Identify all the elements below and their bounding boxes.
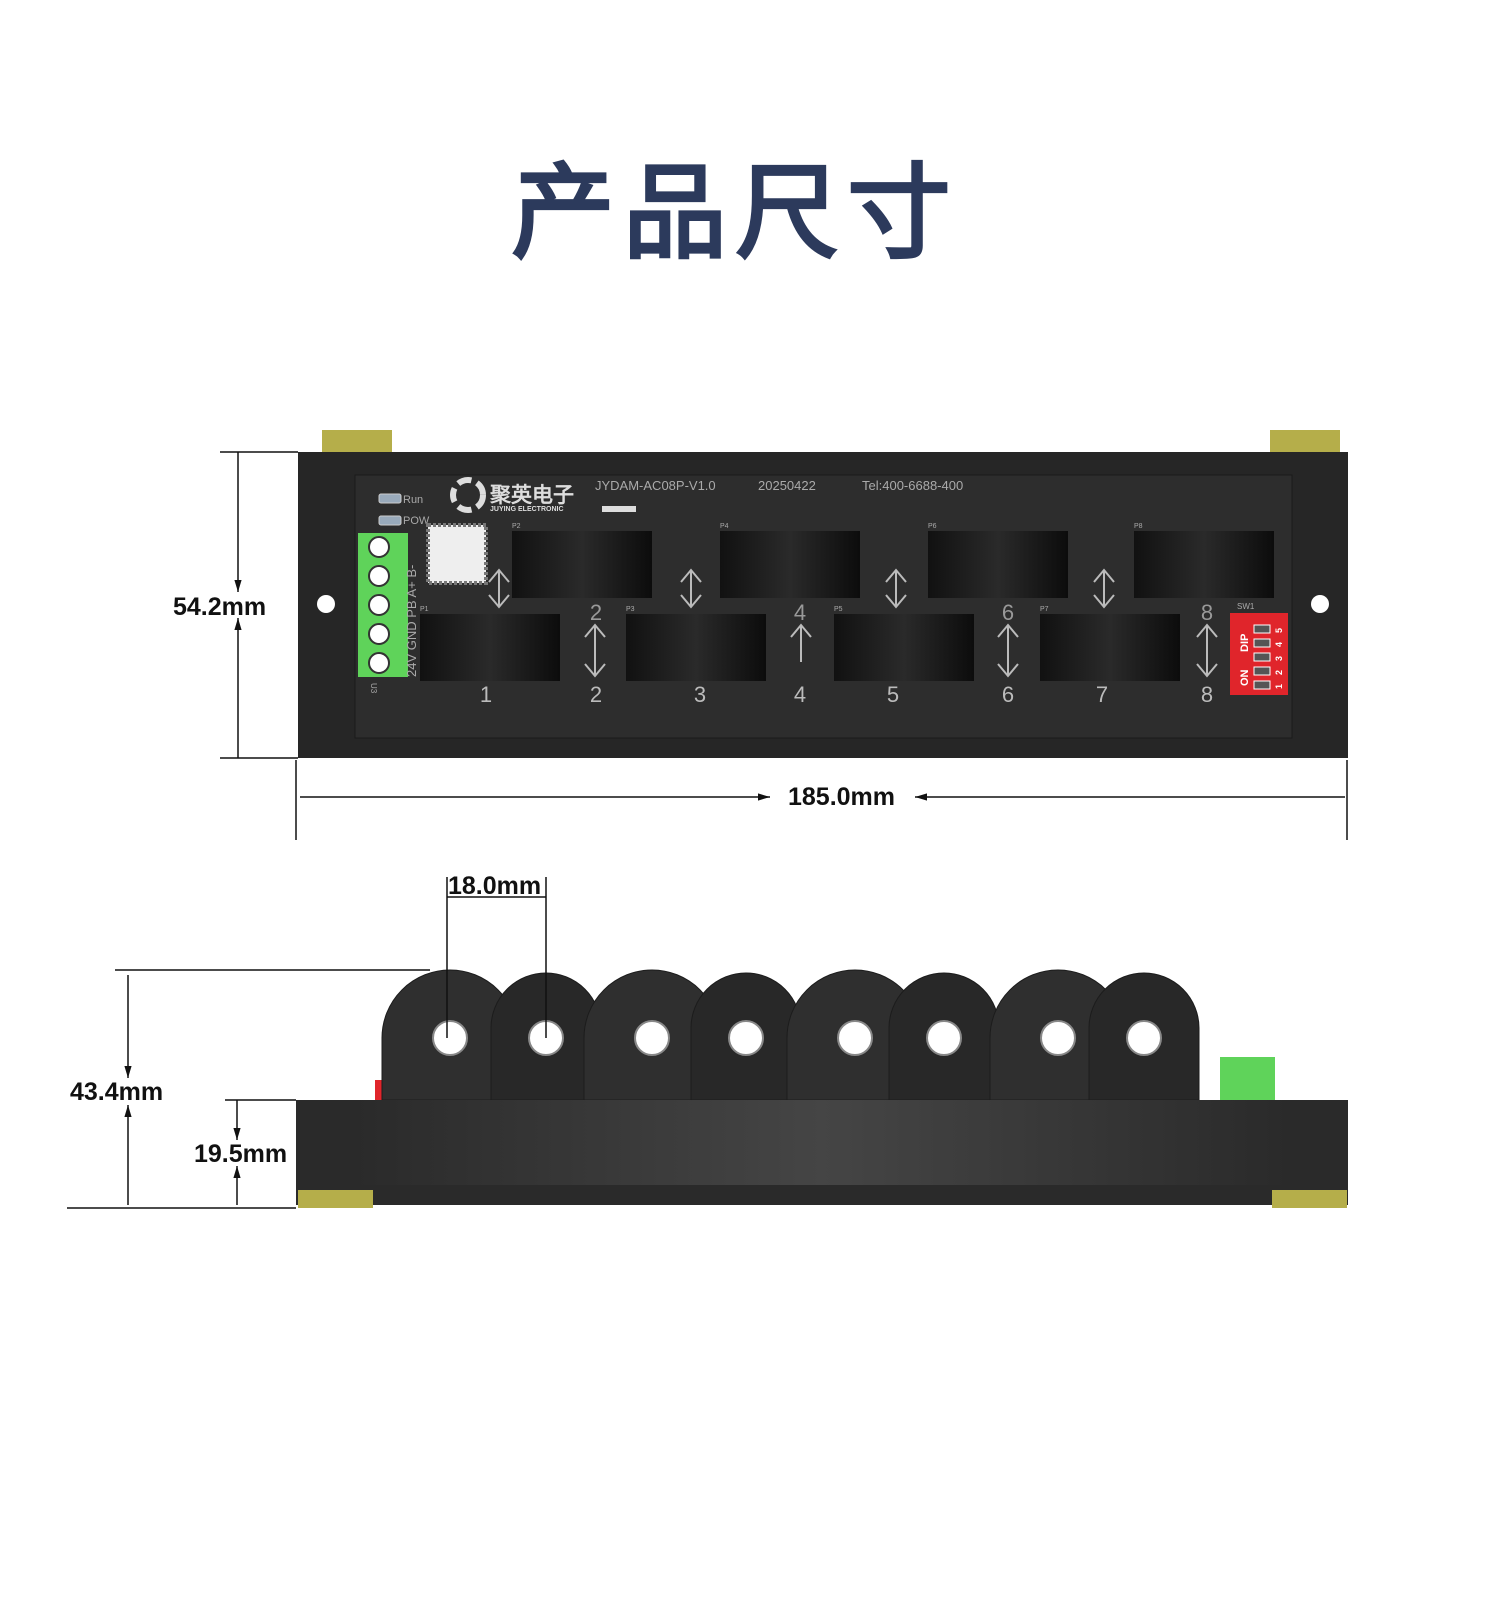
ct-hole — [728, 1020, 764, 1056]
tel-text: Tel:400-6688-400 — [862, 478, 963, 493]
model-text: JYDAM-AC08P-V1.0 — [595, 478, 716, 493]
dip-toggle — [1253, 652, 1271, 662]
channel-number: 5 — [887, 682, 899, 707]
current-transformer-P7 — [1040, 614, 1180, 681]
height-label: 54.2mm — [173, 593, 266, 621]
ct-hole — [926, 1020, 962, 1056]
direction-arrow-icon — [1093, 568, 1115, 609]
terminal-ref: U3 — [369, 683, 378, 694]
terminal-screw — [368, 594, 390, 616]
dip-on-label: ON — [1239, 669, 1251, 686]
dip-side — [375, 1080, 383, 1100]
ct-ref: P7 — [1040, 606, 1049, 613]
led-pow — [378, 515, 402, 526]
dip-label: DIP — [1239, 634, 1251, 652]
current-transformer-P3 — [626, 614, 766, 681]
dip-position: 5 — [1274, 628, 1284, 633]
ct-ref: P6 — [928, 523, 937, 530]
side-view — [296, 969, 1348, 1208]
ct-ref: P2 — [512, 523, 521, 530]
dimension-base-height — [225, 1099, 296, 1205]
terminal-labels: 24V GND PB A+ B- — [404, 565, 419, 677]
terminal-side — [1220, 1057, 1275, 1102]
channel-number-upper: 6 — [1002, 600, 1014, 625]
direction-arrow-icon — [885, 568, 907, 609]
direction-arrow-icon — [997, 623, 1019, 678]
direction-arrow-icon — [790, 623, 812, 662]
din-clip-right — [1270, 430, 1340, 454]
dip-position: 1 — [1274, 684, 1284, 689]
channel-number: 7 — [1096, 682, 1108, 707]
top-view: 聚英电子 JUYING ELECTRONIC JYDAM-AC08P-V1.0 … — [298, 430, 1348, 758]
channel-number-upper: 8 — [1201, 600, 1213, 625]
header-pins — [602, 506, 636, 512]
ct-hole — [837, 1020, 873, 1056]
ct-hole — [1126, 1020, 1162, 1056]
ct-hole — [634, 1020, 670, 1056]
direction-arrow-icon — [488, 568, 510, 609]
current-transformer-P5 — [834, 614, 974, 681]
current-transformer-P1 — [420, 614, 560, 681]
channel-number: 6 — [1002, 682, 1014, 707]
ct-hole — [432, 1020, 468, 1056]
current-transformer-P6 — [928, 531, 1068, 598]
channel-number-upper: 2 — [590, 600, 602, 625]
ct-ref: P4 — [720, 523, 729, 530]
dip-toggle — [1253, 680, 1271, 690]
terminal-screw — [368, 652, 390, 674]
terminal-screw — [368, 536, 390, 558]
brand-logo: 聚英电子 JUYING ELECTRONIC — [450, 477, 574, 513]
direction-arrow-icon — [680, 568, 702, 609]
dip-ref: SW1 — [1237, 602, 1255, 611]
din-clip-side-left — [298, 1190, 373, 1208]
dip-toggle — [1253, 666, 1271, 676]
channel-number: 2 — [590, 682, 602, 707]
dimension-height — [220, 451, 298, 759]
din-clip-side-right — [1272, 1190, 1347, 1208]
din-clip-left — [322, 430, 392, 454]
mount-hole-right — [1311, 595, 1329, 613]
brand-en: JUYING ELECTRONIC — [490, 506, 564, 513]
direction-arrow-icon — [584, 623, 606, 678]
ct-ref: P5 — [834, 606, 843, 613]
led-run — [378, 493, 402, 504]
current-transformer-P2 — [512, 531, 652, 598]
current-transformer-P4 — [720, 531, 860, 598]
channel-number: 1 — [480, 682, 492, 707]
ct-ref: P3 — [626, 606, 635, 613]
page-title: 产品尺寸 — [510, 152, 959, 274]
ct-hole — [1040, 1020, 1076, 1056]
width-label: 185.0mm — [788, 783, 895, 811]
led-pow-label: POW — [403, 515, 430, 527]
terminal-screw — [368, 565, 390, 587]
dip-position: 4 — [1274, 642, 1284, 647]
channel-number: 8 — [1201, 682, 1213, 707]
ct-ref: P1 — [420, 606, 429, 613]
dimension-total-height — [67, 969, 430, 1209]
mount-hole-left — [317, 595, 335, 613]
channel-number-upper: 4 — [794, 600, 806, 625]
direction-arrow-icon — [1196, 623, 1218, 678]
dip-position: 2 — [1274, 670, 1284, 675]
terminal-screw — [368, 623, 390, 645]
channel-number: 4 — [794, 682, 806, 707]
dip-toggle — [1253, 638, 1271, 648]
qr-code — [426, 523, 488, 585]
led-run-label: Run — [403, 494, 423, 506]
dip-position: 3 — [1274, 656, 1284, 661]
current-transformer-P8 — [1134, 531, 1274, 598]
dimension-ct-pitch — [446, 877, 547, 1038]
brand-cn: 聚英电子 — [489, 483, 574, 507]
date-text: 20250422 — [758, 478, 816, 493]
total-height-label: 43.4mm — [70, 1078, 163, 1106]
panel — [354, 474, 1293, 739]
base-center — [352, 1100, 1292, 1185]
base-height-label: 19.5mm — [194, 1140, 287, 1168]
ct-pitch-label: 18.0mm — [448, 872, 541, 900]
ct-ref: P8 — [1134, 523, 1143, 530]
channel-number: 3 — [694, 682, 706, 707]
dip-toggle — [1253, 624, 1271, 634]
dimension-width — [295, 760, 1348, 840]
